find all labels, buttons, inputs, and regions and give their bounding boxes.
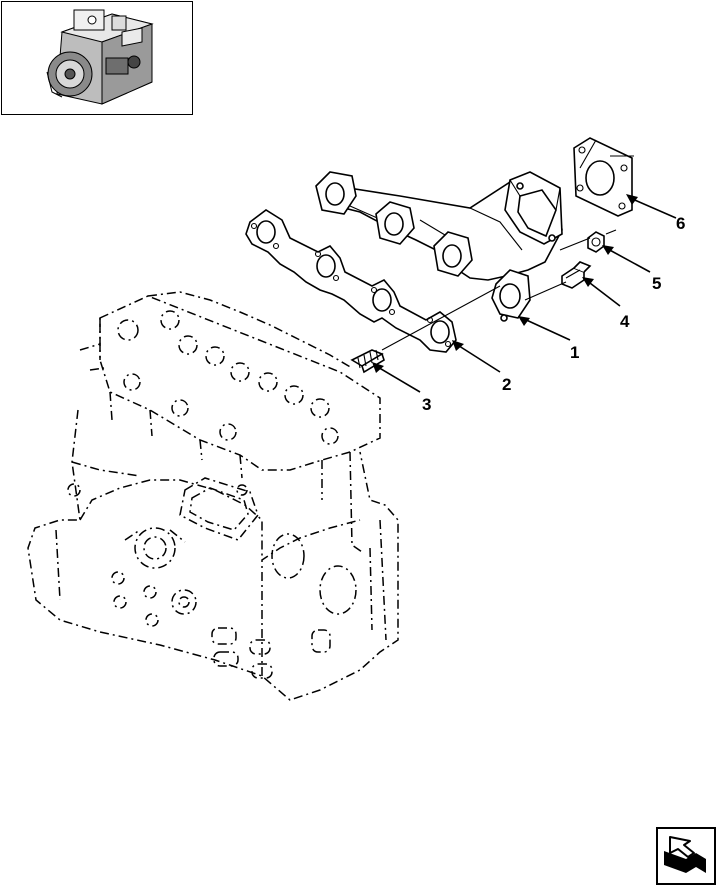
manifold-gasket[interactable] bbox=[245, 209, 457, 353]
exhaust-manifold[interactable] bbox=[315, 171, 563, 322]
engine-block bbox=[27, 291, 399, 701]
bolt[interactable] bbox=[561, 261, 592, 289]
outlet-gasket[interactable] bbox=[573, 137, 633, 217]
callout-1: 1 bbox=[570, 343, 579, 362]
alignment-lines bbox=[381, 139, 634, 351]
next-page-arrow-icon bbox=[664, 836, 706, 873]
engine-thumbnail[interactable] bbox=[1, 1, 193, 115]
leader-lines bbox=[372, 194, 677, 393]
callout-4: 4 bbox=[620, 312, 630, 331]
next-page-button[interactable] bbox=[656, 827, 716, 885]
callout-5: 5 bbox=[652, 274, 661, 293]
nut[interactable] bbox=[587, 231, 605, 253]
callout-6: 6 bbox=[676, 214, 685, 233]
engine-thumbnail-icon bbox=[46, 9, 154, 105]
callout-2: 2 bbox=[502, 375, 511, 394]
callout-3: 3 bbox=[422, 395, 431, 414]
